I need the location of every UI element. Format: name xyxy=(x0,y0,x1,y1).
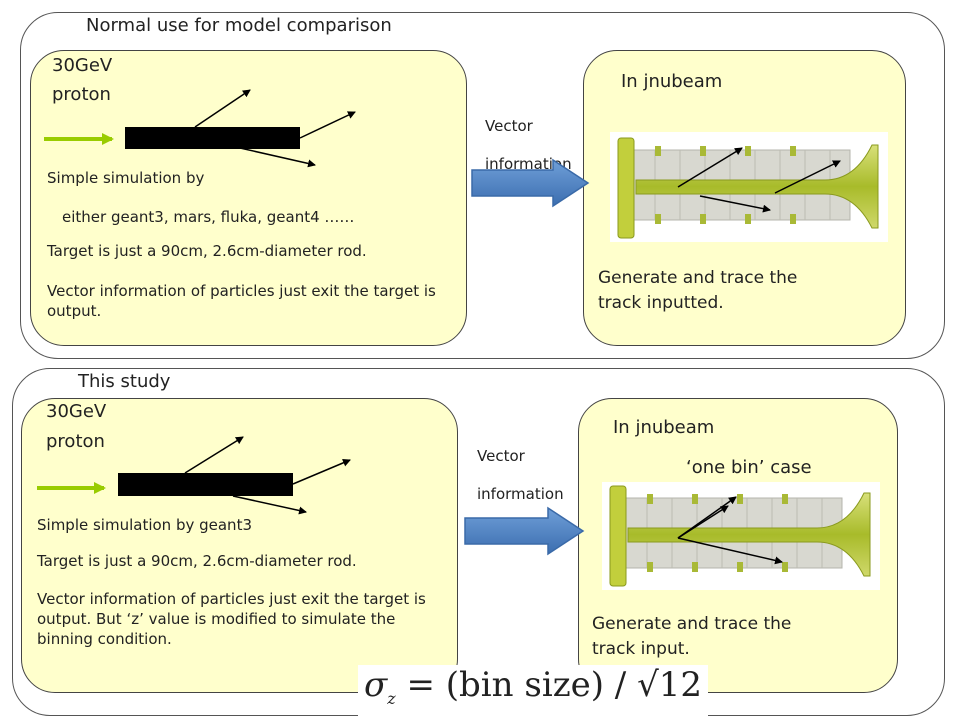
top-left-text-2: either geant3, mars, fluka, geant4 …… xyxy=(62,208,355,226)
bottom-secondary-tracks xyxy=(184,436,351,515)
bottom-beam-label-2: proton xyxy=(46,431,105,452)
top-horn-image xyxy=(610,132,888,242)
bottom-left-text-3: Vector information of particles just exi… xyxy=(37,590,426,648)
top-left-panel xyxy=(30,50,467,346)
top-right-caption: Generate and trace the track inputted. xyxy=(598,268,798,313)
top-beam-label-2: proton xyxy=(52,84,111,105)
bottom-left-text-2: Target is just a 90cm, 2.6cm-diameter ro… xyxy=(37,552,357,570)
top-target-rod xyxy=(125,127,300,149)
bottom-arrow-label-1: Vector xyxy=(477,447,525,465)
sigma-subscript: z xyxy=(387,688,396,708)
formula-rhs: = (bin size) / √12 xyxy=(406,665,702,705)
top-section-title: Normal use for model comparison xyxy=(84,14,394,38)
bottom-target-rod xyxy=(118,473,293,496)
sigma-symbol: σ xyxy=(364,665,388,705)
bottom-right-subtitle: ‘one bin’ case xyxy=(686,457,812,478)
top-beam-label-1: 30GeV xyxy=(52,55,113,76)
bottom-section-title: This study xyxy=(76,370,173,394)
bottom-block-arrow xyxy=(464,506,585,556)
bottom-arrow-label-2: information xyxy=(477,485,564,503)
bottom-horn-image xyxy=(602,482,880,590)
top-horn-tracks xyxy=(677,147,841,213)
bottom-right-title: In jnubeam xyxy=(613,417,715,438)
top-block-arrow xyxy=(471,158,590,208)
bottom-left-text-1: Simple simulation by geant3 xyxy=(37,516,252,534)
top-arrow-label-1: Vector xyxy=(485,117,533,135)
top-left-text-3: Target is just a 90cm, 2.6cm-diameter ro… xyxy=(47,242,367,260)
sigma-formula: σz = (bin size) / √12 xyxy=(358,665,708,719)
bottom-horn-tracks xyxy=(677,496,783,565)
top-left-text-4: Vector information of particles just exi… xyxy=(47,282,436,320)
bottom-right-caption: Generate and trace the track input. xyxy=(592,614,792,659)
bottom-beam-label-1: 30GeV xyxy=(46,401,107,422)
top-right-title: In jnubeam xyxy=(621,71,723,92)
bottom-left-panel xyxy=(21,398,458,693)
top-secondary-tracks xyxy=(194,89,356,168)
top-left-text-1: Simple simulation by xyxy=(47,169,205,187)
top-arrow-label-2: information xyxy=(485,155,572,173)
